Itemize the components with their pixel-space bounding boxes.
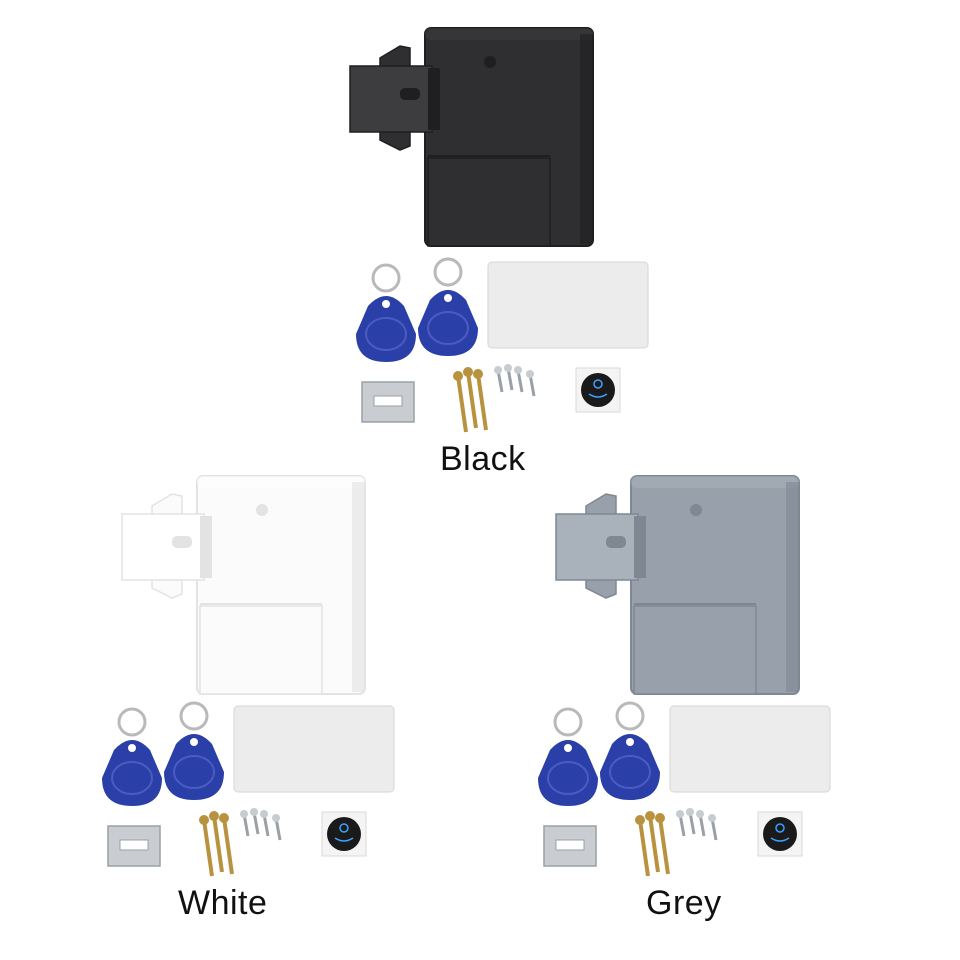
strike-plate-black (361, 381, 415, 423)
rfid-card-grey (669, 705, 831, 793)
rfid-key-fob-grey-1 (538, 707, 598, 806)
lock-body-black (424, 27, 594, 247)
variant-label-white: White (178, 884, 268, 922)
kit-white (121, 475, 366, 695)
variant-label-black: Black (440, 440, 526, 478)
accessories-grey (538, 701, 831, 877)
lock-body-white (196, 475, 366, 695)
variant-label-grey: Grey (646, 884, 722, 922)
sensor-sticker-black (575, 367, 621, 413)
strike-plate-grey (543, 825, 597, 867)
rfid-key-fob-black-1 (356, 263, 416, 362)
latch-white (121, 493, 212, 599)
screws-white (199, 808, 282, 877)
rfid-card-black (487, 261, 649, 349)
kit-black (349, 27, 594, 247)
strike-plate-white (107, 825, 161, 867)
sensor-sticker-white (321, 811, 367, 857)
kit-grey (555, 475, 800, 695)
screws-grey (635, 808, 718, 877)
latch-grey (555, 493, 646, 599)
lock-body-grey (630, 475, 800, 695)
accessories-white (102, 701, 395, 877)
rfid-key-fob-grey-2 (600, 701, 660, 800)
mounting-hole-white (256, 504, 268, 516)
accessories-black (356, 257, 649, 433)
mounting-hole-grey (690, 504, 702, 516)
sensor-sticker-grey (757, 811, 803, 857)
screws-black (453, 364, 536, 433)
rfid-card-white (233, 705, 395, 793)
mounting-hole-black (484, 56, 496, 68)
rfid-key-fob-black-2 (418, 257, 478, 356)
rfid-key-fob-white-1 (102, 707, 162, 806)
rfid-key-fob-white-2 (164, 701, 224, 800)
latch-black (349, 45, 440, 151)
